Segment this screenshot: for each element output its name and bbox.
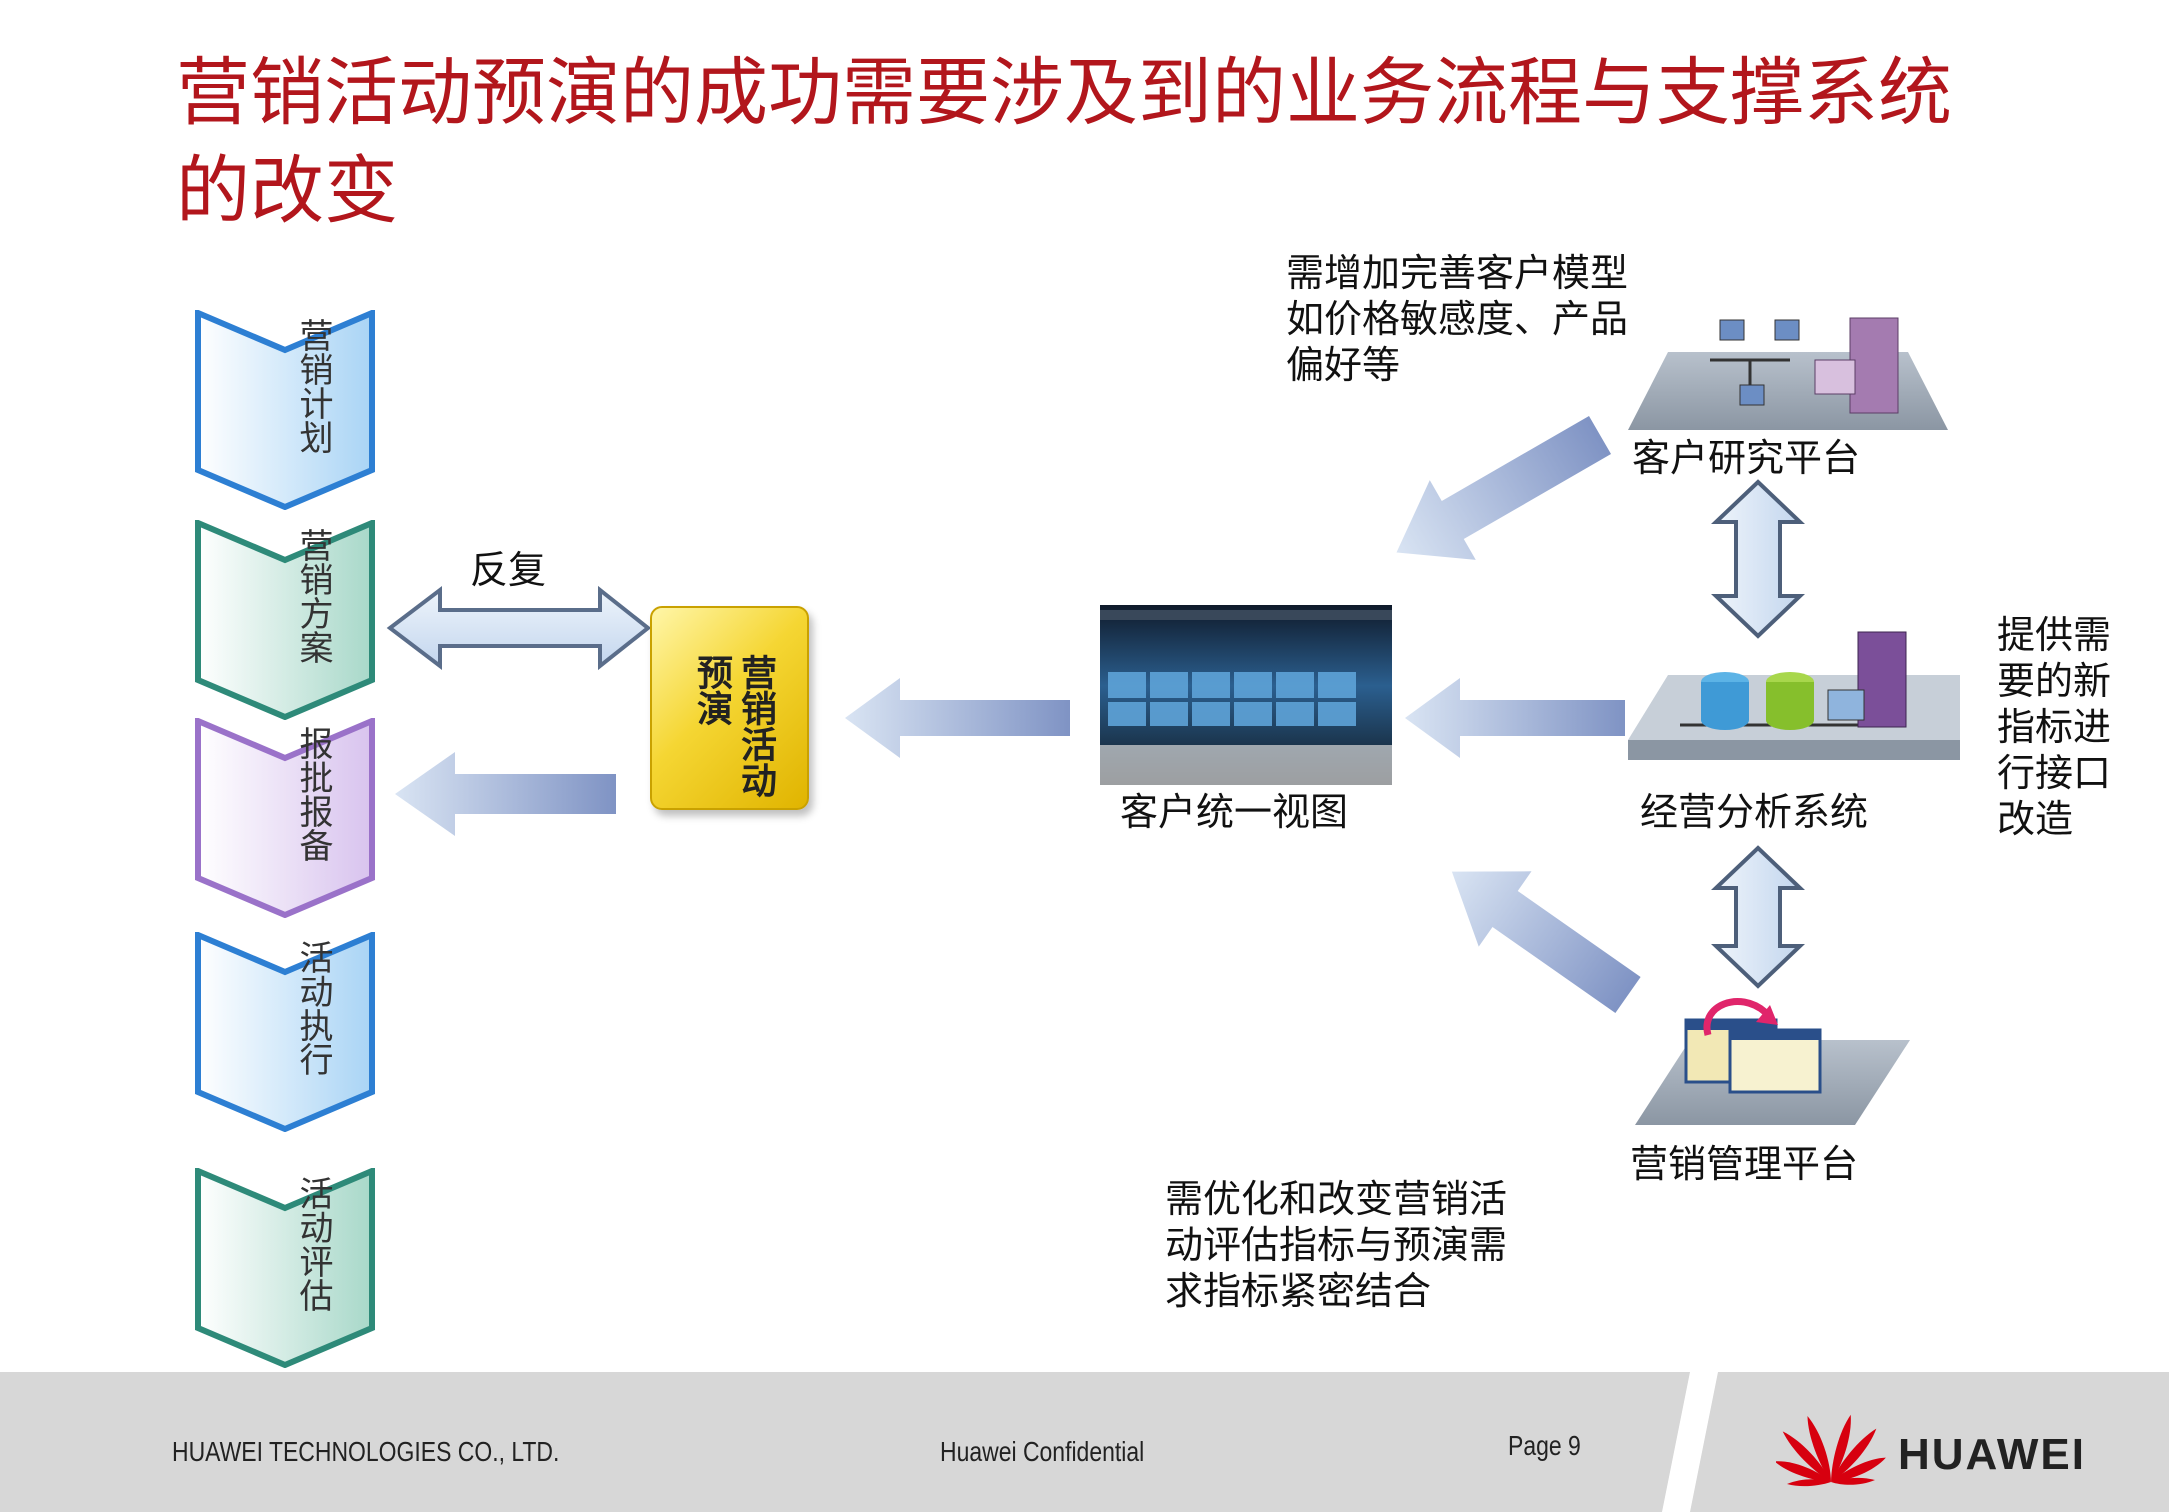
process-step-approval: 报批报备 — [195, 716, 375, 919]
footer-company: HUAWEI TECHNOLOGIES CO., LTD. — [172, 1436, 560, 1467]
process-step-label: 营销方案 — [293, 528, 333, 664]
business-analysis-system-image — [1628, 631, 1960, 760]
huawei-logo-icon — [1776, 1414, 1886, 1487]
footer-slant — [1662, 1372, 1718, 1512]
process-step-label: 报批报备 — [293, 726, 333, 862]
customer-research-platform-label: 客户研究平台 — [1632, 436, 1861, 480]
unified-view-label: 客户统一视图 — [1120, 790, 1349, 834]
page-title: 营销活动预演的成功需要涉及到的业务流程与支撑系统的改变 — [176, 50, 1952, 234]
research-diagonal-arrow — [1396, 415, 1611, 560]
process-step-evaluation: 活动评估 — [195, 1166, 375, 1369]
marketing-management-platform-label: 营销管理平台 — [1630, 1142, 1859, 1186]
process-step-label: 活动执行 — [293, 940, 333, 1076]
footer-bar — [0, 1372, 2169, 1512]
feedback-double-arrow — [386, 585, 652, 671]
unified-view-image — [1100, 605, 1392, 785]
process-step-execution: 活动执行 — [195, 930, 375, 1133]
note-customer-model: 需增加完善客户模型如价格敏感度、产品偏好等 — [1286, 251, 1629, 387]
note-interface-upgrade: 提供需要的新指标进行接口改造 — [1997, 613, 2112, 841]
process-step-label: 营销计划 — [293, 318, 333, 454]
analysis-mgmt-double-arrow — [1711, 845, 1805, 989]
customer-research-platform-image — [1628, 317, 1948, 430]
mgmt-diagonal-arrow — [1451, 871, 1641, 1014]
process-step-plan: 营销计划 — [195, 308, 375, 511]
return-arrow — [395, 752, 616, 836]
chevron-shape — [195, 518, 375, 721]
chevron-shape — [195, 930, 375, 1133]
marketing-rehearsal-label: 营销活动预演 — [691, 654, 776, 798]
analysis-to-view-arrow — [1405, 678, 1625, 758]
chevron-shape — [195, 308, 375, 511]
business-analysis-system-label: 经营分析系统 — [1640, 790, 1869, 834]
marketing-rehearsal-box: 营销活动预演 — [650, 606, 809, 810]
process-step-label: 活动评估 — [293, 1176, 333, 1312]
research-analysis-double-arrow — [1711, 479, 1805, 639]
process-step-scheme: 营销方案 — [195, 518, 375, 721]
view-to-rehearsal-arrow — [845, 678, 1070, 758]
huawei-logo-text: HUAWEI — [1898, 1430, 2086, 1479]
footer-confidential: Huawei Confidential — [940, 1436, 1145, 1467]
footer-page-number: Page 9 — [1508, 1430, 1581, 1461]
note-evaluation-metrics: 需优化和改变营销活动评估指标与预演需求指标紧密结合 — [1165, 1177, 1508, 1313]
feedback-label: 反复 — [470, 548, 547, 592]
marketing-management-platform-image — [1635, 998, 1910, 1125]
chevron-shape — [195, 1166, 375, 1369]
chevron-shape — [195, 716, 375, 919]
